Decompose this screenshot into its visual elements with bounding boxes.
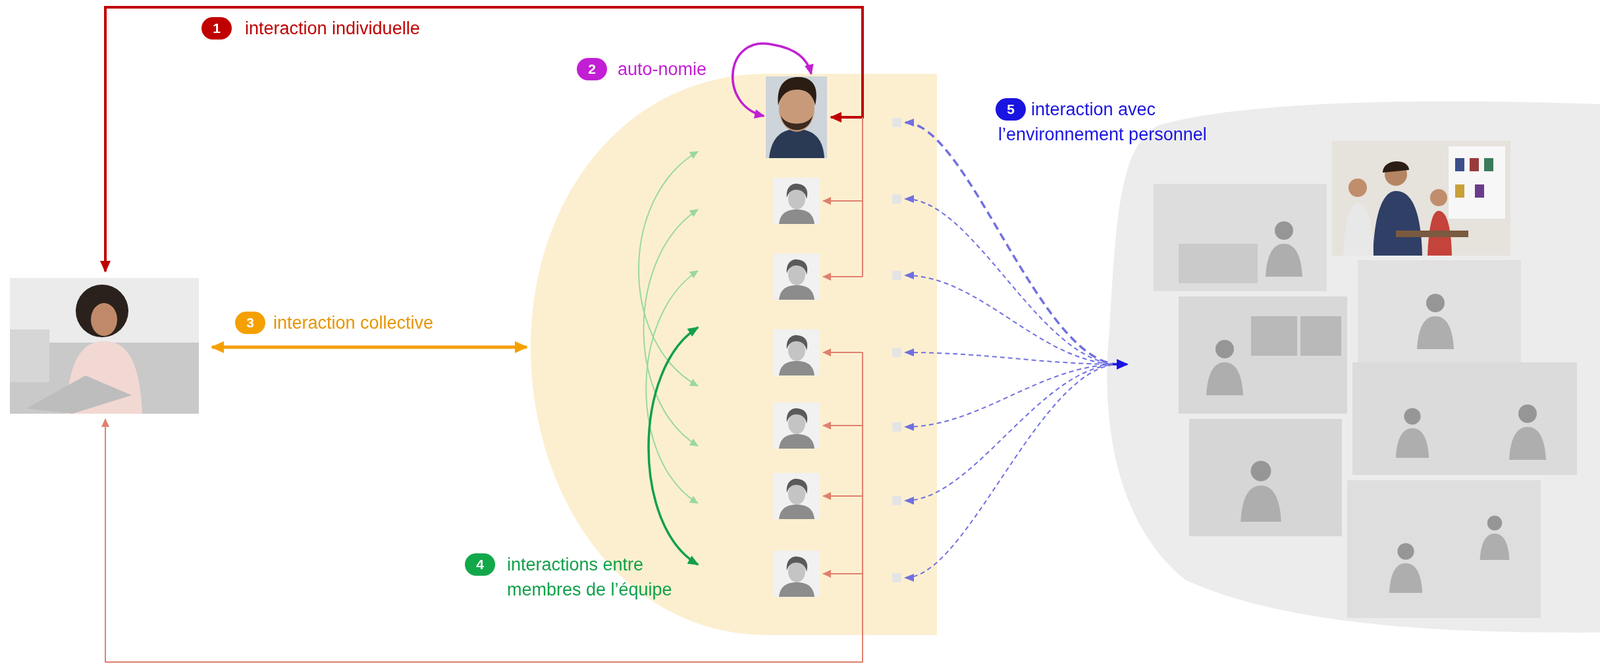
team-interaction-arc (648, 327, 698, 565)
manager-photo (9, 277, 199, 414)
team-region (530, 73, 937, 635)
collective-interaction-arrow (212, 345, 527, 349)
callout-number: 5 (995, 98, 1026, 121)
callout-number: 4 (464, 553, 496, 576)
connection-squares (892, 117, 902, 583)
environment-arrow-head (1112, 363, 1128, 366)
individual-interaction-arrow (105, 7, 863, 272)
photo-collage (1153, 183, 1577, 618)
callout-label: auto-nomie (617, 56, 707, 82)
team-member-photo (765, 76, 827, 159)
callout-number: 3 (235, 311, 266, 334)
environment-region (1106, 101, 1600, 633)
callout-number: 1 (201, 17, 232, 40)
callout-label: interaction avec l’environnement personn… (998, 96, 1262, 147)
family-photo (1332, 140, 1511, 256)
callout-number: 2 (576, 57, 608, 81)
callout-label: interactions entre membres de l’équipe (506, 551, 705, 602)
individual-interaction-branches (105, 117, 863, 662)
environment-interaction-arrows (905, 122, 1120, 578)
team-member-photos (773, 177, 820, 597)
callout-label: interaction collective (273, 310, 434, 336)
callout-label: interaction individuelle (244, 15, 421, 41)
autonomy-loop (732, 43, 812, 116)
